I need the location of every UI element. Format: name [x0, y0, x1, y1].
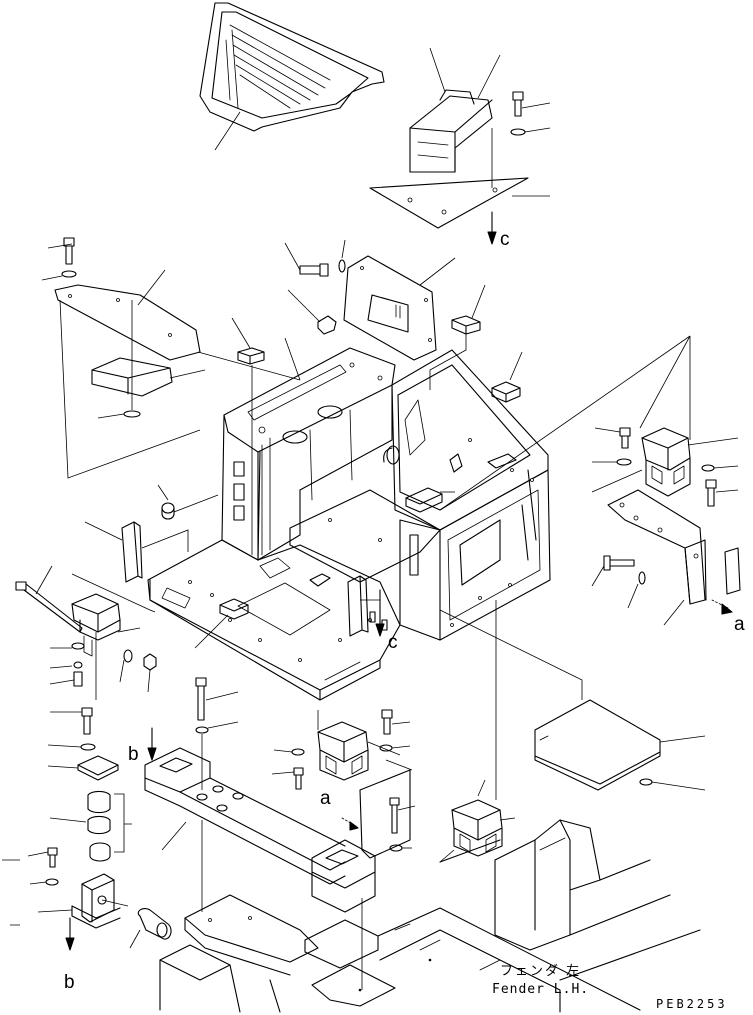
label-b-bottom: b — [64, 972, 75, 993]
floor-mat — [439, 609, 706, 791]
label-c-top: c — [500, 229, 510, 250]
top-grille-cover — [199, 2, 385, 151]
cab-floor-frame — [147, 337, 551, 701]
access-door-panel — [284, 239, 456, 361]
fender-caption-english: Fender L.H. — [492, 982, 589, 997]
center-lower-mount — [271, 709, 413, 831]
label-a-right: a — [734, 614, 745, 635]
right-lower-mount — [359, 600, 516, 863]
cross-beam — [144, 677, 376, 990]
label-c-mid: c — [388, 632, 398, 653]
mid-bolts — [369, 589, 388, 637]
lower-fender-frame — [159, 819, 701, 1013]
left-cover-plate — [41, 237, 301, 479]
label-a-mid: a — [320, 788, 331, 809]
top-mount-bracket — [369, 47, 551, 245]
left-front-mount — [15, 565, 157, 700]
left-mount-stack — [2, 707, 172, 951]
drawing-code: PEB2253 — [656, 997, 728, 1011]
fender-caption-japanese: フェンダ 左 — [500, 964, 581, 979]
label-b-left: b — [128, 744, 139, 765]
right-mount-assembly — [439, 335, 741, 626]
rubber-pads — [157, 284, 523, 649]
rubber-strips — [84, 521, 380, 637]
